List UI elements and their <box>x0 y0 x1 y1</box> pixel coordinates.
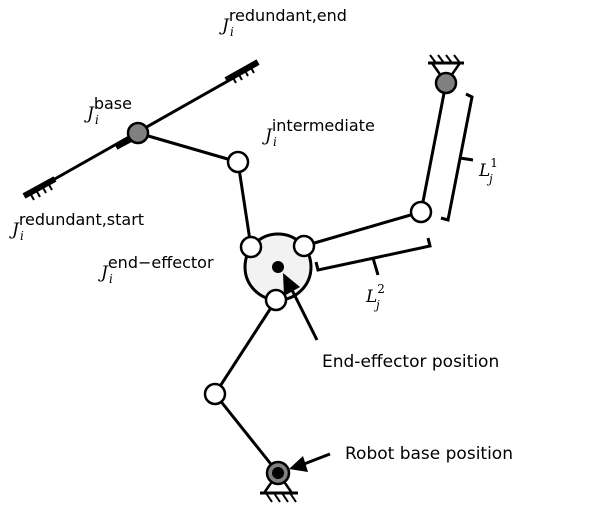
label-redundant-start: Jredundant,start <box>9 210 144 240</box>
label-link1-sub: j <box>486 172 493 186</box>
joints <box>126 71 458 486</box>
joint-end-effector-right <box>292 234 316 258</box>
end-effector-center <box>272 261 284 273</box>
label-link1: L1 <box>478 156 498 181</box>
joint-end-effector-left <box>239 235 263 259</box>
joint-fixed-top-right <box>434 71 458 95</box>
label-intermediate-sub: i <box>273 135 277 149</box>
rail-start-hatch <box>29 182 53 201</box>
label-base: Jbase <box>84 94 132 124</box>
link-lower-to-base <box>213 393 280 474</box>
label-end-effector-sub: i <box>109 272 113 286</box>
joint-right-elbow <box>409 200 433 224</box>
rail-end-bar <box>224 59 260 83</box>
link-upper-right <box>419 82 448 213</box>
joint-base-redundant <box>126 121 150 145</box>
label-base-sub: i <box>95 113 99 127</box>
label-redundant-end-sub: i <box>230 25 234 39</box>
rail-mid-bar <box>114 136 133 150</box>
rail-start-bar <box>22 176 57 199</box>
label-redundant-start-sub: i <box>20 229 24 243</box>
label-link2-sub: j <box>373 298 380 312</box>
label-redundant-end: Jredundant,end <box>219 6 347 36</box>
label-end-effector: Jend−effector <box>98 253 214 283</box>
joint-lower-elbow <box>203 382 227 406</box>
end-effector-arrow <box>283 273 319 341</box>
link-base-to-intermediate <box>137 131 239 164</box>
kinematic-links <box>137 82 448 474</box>
joint-intermediate <box>226 150 250 174</box>
link-platform-to-lower <box>213 299 278 395</box>
robot-base-arrow <box>289 452 331 472</box>
link-intermediate-to-platform <box>236 161 253 248</box>
caption-end-effector-position: End-effector position <box>322 352 499 372</box>
caption-robot-base-position: Robot base position <box>345 444 513 464</box>
joint-robot-base-core <box>272 467 284 479</box>
rail-end-hatch <box>231 65 255 84</box>
label-link2: L2 <box>365 282 385 307</box>
joint-end-effector-bottom <box>264 288 288 312</box>
bracket-link2 <box>314 237 432 276</box>
bracket-link1 <box>440 92 474 222</box>
link-right-to-platform <box>303 210 422 248</box>
label-intermediate: Jintermediate <box>262 116 375 146</box>
